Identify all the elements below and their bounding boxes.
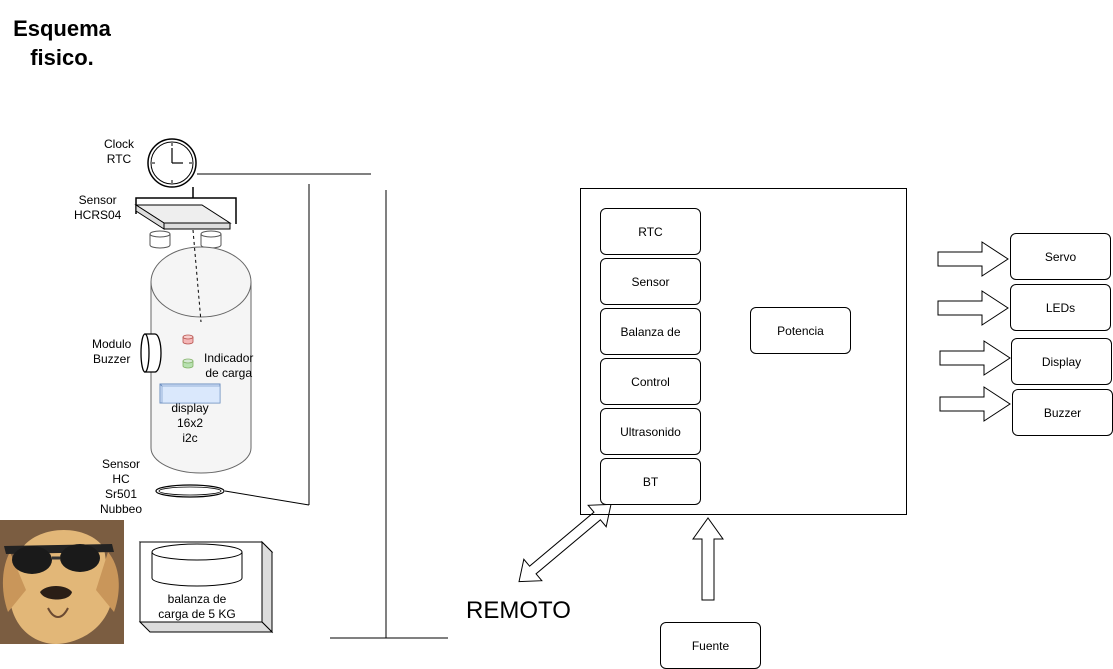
buzzer-label-line-1: Modulo [92,337,132,351]
servo-arrow [937,241,1009,277]
module-potencia-label: Potencia [777,323,824,338]
module-balanza: Balanza de [600,308,701,355]
remote-label: REMOTO [466,597,571,624]
led-green-icon [182,358,194,369]
output-display-label: Display [1041,354,1082,369]
buzzer-module-icon [140,333,162,373]
scale-label-line-2: carga de 5 KG [158,607,236,621]
sensor-label-line-1: Sensor [78,193,117,207]
output-servo-label: Servo [1044,249,1077,264]
source-box: Fuente [660,622,761,669]
led-red-icon [182,334,194,345]
output-buzzer: Buzzer [1012,389,1113,436]
title-line-2: fisico. [30,45,94,70]
pir-connector-line [224,490,310,506]
ultrasonic-sensor-label: Sensor HCRS04 [74,193,121,223]
module-rtc-label: RTC [638,224,663,239]
output-display: Display [1011,338,1112,385]
module-rtc: RTC [600,208,701,255]
module-bt: BT [600,458,701,505]
title-line-1: Esquema [13,16,111,41]
container-cylinder [150,246,252,474]
indicator-label: Indicador de carga [204,351,253,381]
pir-sensor-label: Sensor HC Sr501 Nubbeo [96,457,146,517]
lcd-display-icon [159,383,221,404]
output-buzzer-label: Buzzer [1043,405,1082,420]
page-title: Esquema fisico. [0,14,124,72]
buzzer-module-label: Modulo Buzzer [92,337,131,367]
module-bt-label: BT [642,474,659,489]
pir-label-line-3: Sr501 [104,487,138,501]
pir-label-line-2: HC [112,472,130,486]
module-ultrasonido: Ultrasonido [600,408,701,455]
output-leds: LEDs [1010,284,1111,331]
display-label-line-2: 16x2 [176,416,204,430]
display-label-line-3: i2c [182,431,198,445]
clock-icon [147,138,197,188]
controller-frame [580,188,907,515]
module-sensor: Sensor [600,258,701,305]
dog-photo [0,520,124,644]
lcd-display-label: display 16x2 i2c [168,401,212,446]
clock-label: Clock RTC [104,137,134,167]
sensor-label-line-2: HCRS04 [74,208,122,222]
clock-label-line-1: Clock [104,137,135,151]
module-ultrasonido-label: Ultrasonido [620,424,681,439]
buzzer-arrow [939,386,1011,422]
module-balanza-label: Balanza de [620,324,681,339]
pir-label-line-4: Nubbeo [99,502,143,516]
module-potencia: Potencia [750,307,851,354]
output-leds-label: LEDs [1045,300,1076,315]
scale-label: balanza de carga de 5 KG [150,592,244,622]
indicator-label-line-1: Indicador [204,351,254,365]
indicator-label-line-2: de carga [205,366,253,380]
ultrasonic-sensor-icon [134,204,232,249]
source-label: Fuente [691,638,730,653]
source-arrow [692,517,724,601]
module-sensor-label: Sensor [631,274,670,289]
clock-label-line-2: RTC [106,152,132,166]
pir-sensor-icon [155,484,225,498]
scale-icon [138,540,274,634]
buzzer-label-line-2: Buzzer [93,352,131,366]
display-arrow [939,340,1011,376]
module-control: Control [600,358,701,405]
display-label-line-1: display [171,401,209,415]
output-servo: Servo [1010,233,1111,280]
pir-label-line-1: Sensor [101,457,141,471]
scale-label-line-1: balanza de [167,592,227,606]
leds-arrow [937,290,1009,326]
module-control-label: Control [631,374,670,389]
